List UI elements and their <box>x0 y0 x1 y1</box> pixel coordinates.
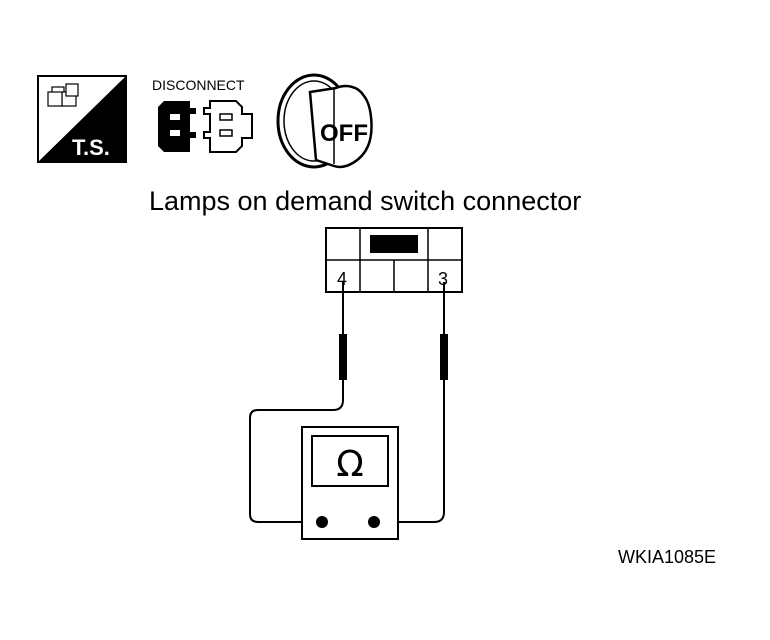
disconnect-connector-icon: DISCONNECT <box>152 77 253 153</box>
meter-terminal-right <box>368 516 380 528</box>
disconnect-label: DISCONNECT <box>152 77 245 93</box>
meter-terminal-left <box>316 516 328 528</box>
ohm-symbol: Ω <box>336 444 364 485</box>
probe-right <box>374 282 448 523</box>
ts-label: T.S. <box>72 135 110 160</box>
ignition-off-label: OFF <box>320 120 368 147</box>
connector-face: 4 3 <box>325 227 463 293</box>
probe-left <box>249 282 347 523</box>
connector-lock-tab <box>370 235 418 253</box>
ignition-off-icon: OFF <box>276 73 373 169</box>
troubleshooting-icon: T.S. <box>37 75 127 163</box>
figure-code: WKIA1085E <box>618 547 716 567</box>
diagram-title: Lamps on demand switch connector <box>149 186 581 216</box>
pin-label-left: 4 <box>337 269 347 289</box>
pin-label-right: 3 <box>438 269 448 289</box>
ohmmeter: Ω <box>301 426 399 540</box>
